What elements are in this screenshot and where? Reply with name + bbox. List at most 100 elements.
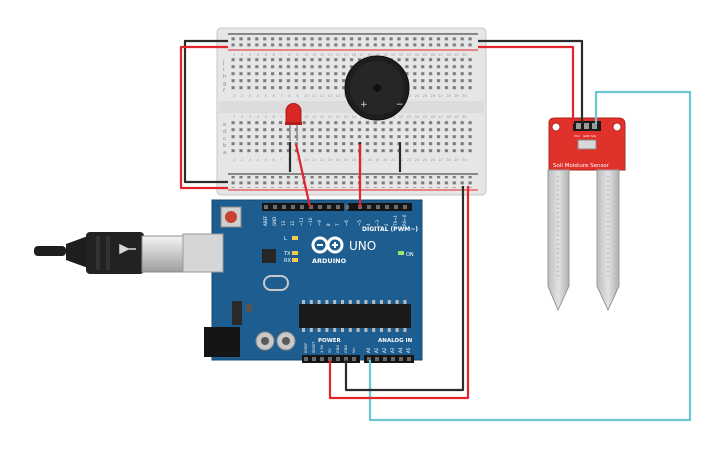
column-number: 3 <box>249 158 251 162</box>
column-number: 5 <box>265 158 267 162</box>
column-number: 27 <box>438 115 442 119</box>
digital-pin-label: AREF <box>263 215 268 226</box>
column-number: 13 <box>328 53 332 57</box>
analog-header-label: ANALOG IN <box>378 338 413 344</box>
column-number: 14 <box>336 53 341 57</box>
column-number: 8 <box>288 53 290 57</box>
analog-pin-label: A0 <box>366 347 371 353</box>
digital-pin-label: 12 <box>290 220 295 226</box>
column-number: 14 <box>336 158 341 162</box>
column-number: 29 <box>454 115 458 119</box>
digital-pin-label: ~11 <box>299 217 304 226</box>
column-number: 4 <box>257 94 260 98</box>
column-number: 27 <box>438 158 442 162</box>
column-number: 10 <box>304 94 308 98</box>
column-number: 18 <box>367 53 371 57</box>
column-number: 14 <box>336 115 341 119</box>
column-number: 1 <box>233 53 235 57</box>
arduino-logo-icon <box>311 236 344 254</box>
column-number: 23 <box>407 53 411 57</box>
column-number: 3 <box>249 115 251 119</box>
column-number: 10 <box>304 158 308 162</box>
column-number: 16 <box>352 53 356 57</box>
column-number: 13 <box>328 94 332 98</box>
column-number: 9 <box>296 94 298 98</box>
led-label-l: L <box>284 236 287 242</box>
digital-pin-label: 4 <box>366 223 371 226</box>
column-number: 6 <box>273 53 275 57</box>
column-number: 9 <box>296 158 298 162</box>
column-number: 25 <box>423 53 427 57</box>
column-number: 4 <box>257 158 260 162</box>
wires <box>179 39 692 422</box>
column-number: 26 <box>431 115 435 119</box>
column-number: 7 <box>280 94 282 98</box>
column-number: 1 <box>233 115 235 119</box>
power-pin-label: IOREF <box>304 343 308 353</box>
power-pin-label: GND <box>344 345 348 353</box>
column-number: 19 <box>375 53 379 57</box>
arduino-brand: ARDUINO <box>312 257 347 265</box>
column-number: 22 <box>399 53 403 57</box>
digital-pin-label: 13 <box>281 220 286 226</box>
red-led <box>285 103 302 141</box>
column-number: 2 <box>241 53 243 57</box>
column-number: 5 <box>265 94 267 98</box>
column-number: 6 <box>273 158 275 162</box>
column-number: 1 <box>233 158 235 162</box>
row-letter: g <box>223 81 227 87</box>
analog-pin-label: A5 <box>406 347 411 353</box>
digital-pin-label: GND <box>272 217 277 226</box>
analog-pin-label: A4 <box>398 347 403 353</box>
sensor-title: Soil Moisture Sensor <box>553 163 610 169</box>
led-label-tx: TX <box>283 251 291 257</box>
digital-pin-label: RX←0 <box>402 214 407 226</box>
digital-pin-label: ~10 <box>308 217 313 226</box>
column-number: 7 <box>280 53 282 57</box>
column-number: 30 <box>462 115 466 119</box>
digital-pin-label: ~5 <box>357 220 362 226</box>
column-number: 21 <box>391 53 395 57</box>
column-number: 26 <box>431 158 435 162</box>
column-number: 12 <box>320 115 324 119</box>
column-number: 24 <box>415 53 420 57</box>
digital-pin-label: ~9 <box>317 220 322 226</box>
column-number: 19 <box>375 158 379 162</box>
column-number: 5 <box>265 115 267 119</box>
row-letter: d <box>223 129 227 135</box>
column-number: 28 <box>446 94 450 98</box>
column-number: 8 <box>288 94 290 98</box>
usb-cable <box>34 232 211 274</box>
column-number: 3 <box>249 53 251 57</box>
column-number: 26 <box>431 53 435 57</box>
column-number: 23 <box>407 115 411 119</box>
column-number: 22 <box>399 158 403 162</box>
column-number: 12 <box>320 158 324 162</box>
column-number: 15 <box>344 53 348 57</box>
power-pin-label: RESET <box>312 341 316 353</box>
column-number: 27 <box>438 53 442 57</box>
column-number: 17 <box>359 115 363 119</box>
column-number: 12 <box>320 94 324 98</box>
row-letter: b <box>223 143 227 149</box>
column-number: 29 <box>454 94 458 98</box>
column-number: 13 <box>328 115 332 119</box>
column-number: 29 <box>454 158 458 162</box>
analog-pin-label: A2 <box>382 347 387 353</box>
column-number: 21 <box>391 115 395 119</box>
column-number: 30 <box>462 158 466 162</box>
digital-header-label: DIGITAL (PWM~) <box>362 226 418 233</box>
buzzer-minus-label: − <box>396 100 404 110</box>
column-number: 10 <box>304 53 308 57</box>
column-number: 11 <box>312 94 316 98</box>
analog-pin-label: A1 <box>374 347 379 353</box>
buzzer-plus-label: + <box>360 100 368 110</box>
sensor-pin-sig: SIG <box>591 134 597 138</box>
column-number: 27 <box>438 94 442 98</box>
column-number: 5 <box>265 53 267 57</box>
sensor-pin-vcc: VCC <box>574 134 580 138</box>
analog-pin-label: A3 <box>390 347 395 353</box>
column-number: 1 <box>233 94 235 98</box>
